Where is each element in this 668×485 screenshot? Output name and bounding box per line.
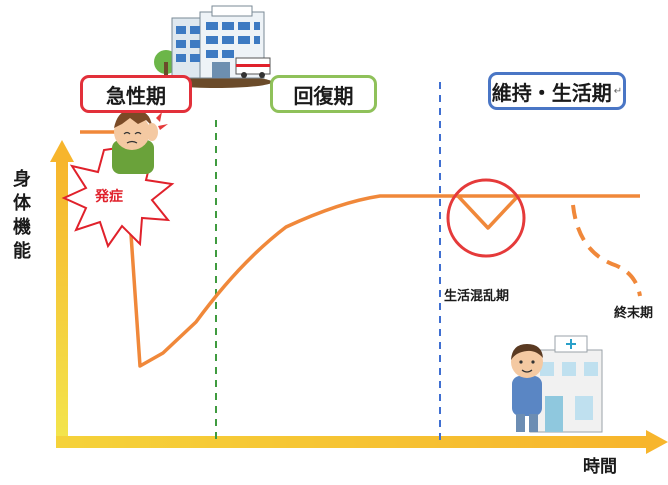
phase-label-maintenance: 維持・生活期 ↵ <box>488 72 626 110</box>
phase-label-recovery-text: 回復期 <box>293 83 354 108</box>
return-mark: ↵ <box>613 85 623 97</box>
y-axis-label-char: 機 <box>13 217 31 238</box>
disruption-dip <box>456 194 520 230</box>
y-axis-label: 身 体 機 能 <box>8 168 36 264</box>
y-axis-label-char: 能 <box>13 241 31 262</box>
phase-label-acute: 急性期 <box>80 75 192 113</box>
x-axis-arrow <box>56 430 668 454</box>
sick-person-illustration <box>112 109 168 174</box>
elderly-person-illustration <box>511 344 543 432</box>
y-axis-label-char: 身 <box>13 169 31 190</box>
phase-label-acute-text: 急性期 <box>106 83 166 108</box>
terminal-decline-curve <box>571 204 642 297</box>
phase-label-recovery: 回復期 <box>270 75 377 113</box>
y-axis-label-char: 体 <box>13 193 31 214</box>
disruption-circle <box>446 178 526 258</box>
onset-label: 発症 <box>95 189 123 205</box>
function-curve <box>80 130 640 368</box>
y-axis-arrow <box>50 140 74 448</box>
terminal-phase-label: 終末期 <box>614 306 654 321</box>
life-disruption-label: 生活混乱期 <box>444 289 510 304</box>
x-axis-label: 時間 <box>583 457 617 477</box>
phase-label-maintenance-text: 維持・生活期 <box>491 80 612 105</box>
